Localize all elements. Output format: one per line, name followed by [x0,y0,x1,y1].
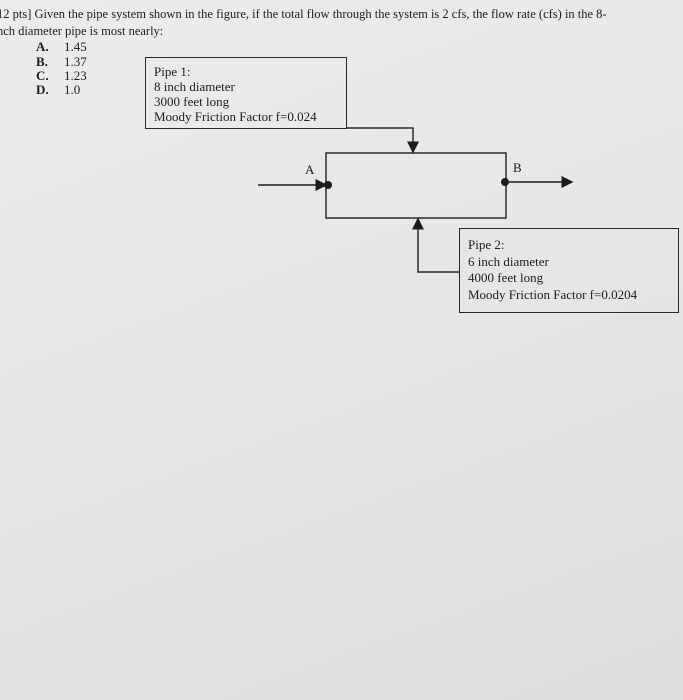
pipe1-leader [346,127,419,154]
question-line-2: nch diameter pipe is most nearly: [0,24,164,38]
option-b-letter: B. [36,54,48,69]
option-a-value: 1.45 [64,39,87,54]
pipe2-diameter: 6 inch diameter [468,253,549,269]
pipe2-friction: Moody Friction Factor f=0.0204 [468,286,638,302]
pipe2-length: 4000 feet long [468,270,544,285]
pipe2-info-box: Pipe 2: 6 inch diameter 4000 feet long M… [459,228,679,313]
option-a-letter: A. [36,39,49,54]
pipe1-info-box: Pipe 1: 8 inch diameter 3000 feet long M… [145,57,347,129]
question-line-1: 12 pts] Given the pipe system shown in t… [0,7,607,21]
option-d-letter: D. [36,82,49,97]
pipe-loop [325,152,507,219]
pipe1-friction: Moody Friction Factor f=0.024 [154,109,317,124]
pipe1-diameter: 8 inch diameter [154,79,235,94]
node-b-label: B [513,160,522,175]
pipe1-title: Pipe 1: [154,64,191,79]
node-a-label: A [305,162,315,177]
node-b-dot [501,178,509,186]
option-b-value: 1.37 [64,54,87,69]
node-a-dot [324,181,332,189]
pipe2-leader [412,217,459,273]
option-c-value: 1.23 [64,68,87,83]
pipe2-title: Pipe 2: [468,237,505,252]
option-d-value: 1.0 [64,82,81,97]
pipe1-length: 3000 feet long [154,94,230,109]
option-c-letter: C. [36,68,49,83]
